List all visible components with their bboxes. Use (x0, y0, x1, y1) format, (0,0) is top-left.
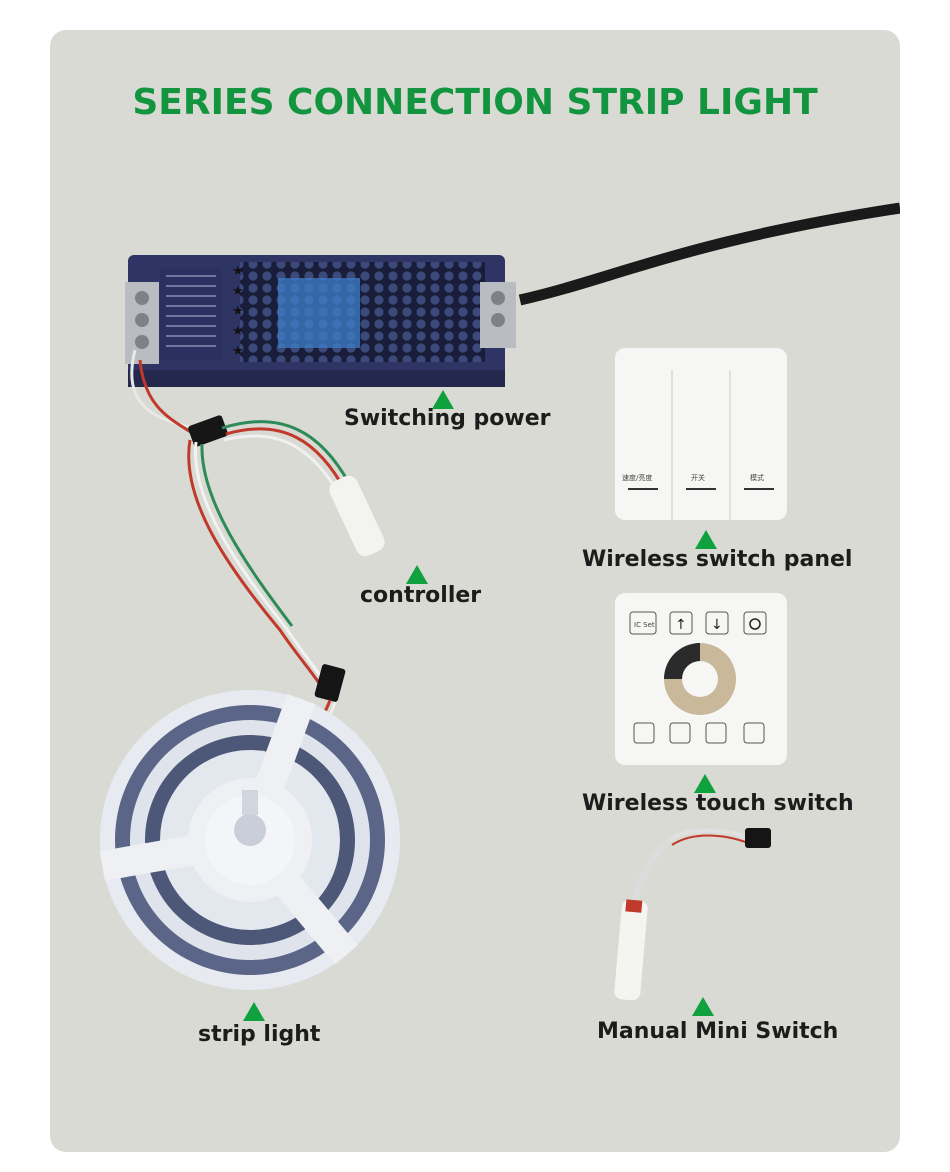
scene-illustration: ★ ★ ★ ★ ★ (99, 202, 900, 1001)
svg-text:★: ★ (232, 344, 244, 359)
switching-power-supply: ★ ★ ★ ★ ★ (125, 255, 516, 387)
svg-text:开关: 开关 (691, 473, 705, 482)
svg-text:↓: ↓ (711, 617, 723, 633)
svg-text:★: ★ (232, 324, 244, 339)
label-wireless-touch-switch: Wireless touch switch (582, 791, 854, 816)
svg-text:★: ★ (232, 304, 244, 319)
svg-text:↑: ↑ (675, 617, 687, 633)
svg-text:★: ★ (232, 284, 244, 299)
label-wireless-switch-panel: Wireless switch panel (582, 547, 853, 572)
marker-triangle (406, 565, 428, 584)
strip-light-reel (99, 690, 400, 990)
label-switching-power: Switching power (344, 406, 551, 431)
svg-text:IC Set: IC Set (634, 621, 655, 629)
power-cable (518, 202, 900, 306)
wireless-switch-panel: 速度/亮度 开关 模式 (615, 348, 787, 520)
manual-mini-switch (614, 828, 771, 1001)
marker-triangle (432, 390, 454, 409)
wireless-touch-switch: IC Set ↑ ↓ (615, 593, 787, 765)
marker-triangle (692, 997, 714, 1016)
svg-text:速度/亮度: 速度/亮度 (622, 473, 652, 482)
svg-text:★: ★ (232, 264, 244, 279)
label-manual-mini-switch: Manual Mini Switch (597, 1019, 839, 1044)
page-title: SERIES CONNECTION STRIP LIGHT (132, 82, 818, 123)
marker-triangle (243, 1002, 265, 1021)
svg-text:模式: 模式 (750, 473, 764, 482)
controller-body (329, 475, 385, 557)
marker-triangle (694, 774, 716, 793)
product-photo: ★ ★ ★ ★ ★ (50, 30, 900, 1152)
label-strip-light: strip light (198, 1022, 321, 1047)
marker-triangle (695, 530, 717, 549)
label-controller: controller (360, 583, 482, 608)
